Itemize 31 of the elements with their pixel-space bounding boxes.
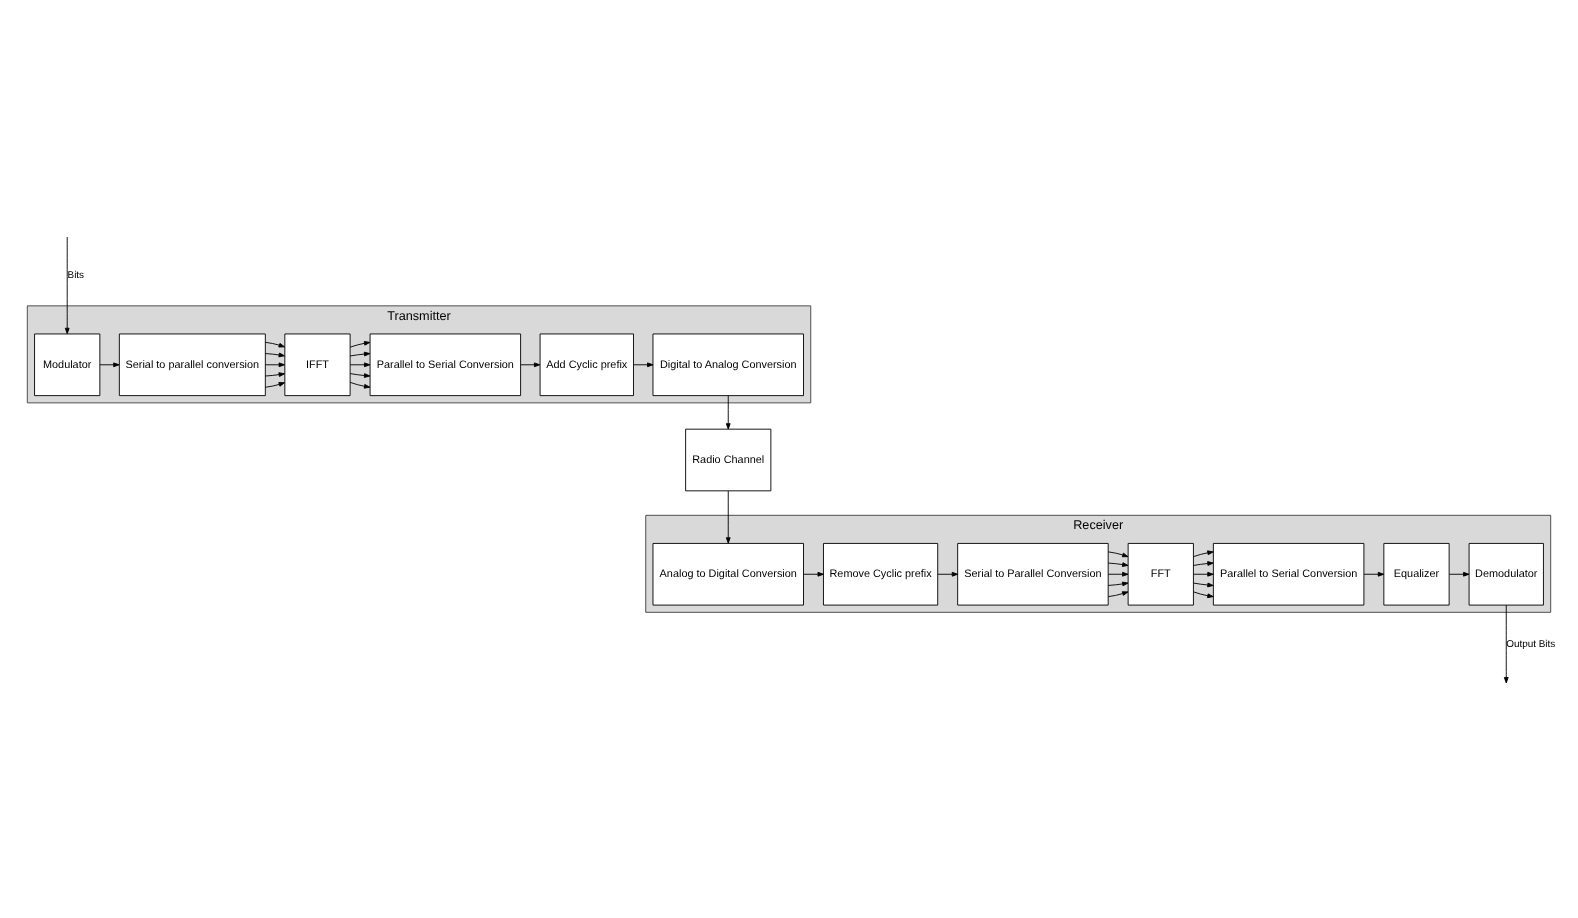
- arrow: [803, 570, 824, 576]
- arrow: [725, 394, 731, 429]
- arrow: [1363, 570, 1385, 576]
- arrow: [264, 340, 285, 347]
- arrow: [725, 489, 731, 543]
- arrow: [1107, 570, 1129, 576]
- arrow: [1107, 561, 1129, 566]
- arrow: [1107, 580, 1129, 586]
- arrow: [937, 570, 959, 576]
- arrow: [349, 380, 371, 388]
- arrow: [99, 361, 120, 367]
- arrow: [264, 381, 285, 387]
- arrow: [349, 372, 371, 377]
- arrow: [264, 371, 285, 376]
- arrow: [64, 235, 70, 334]
- arrow: [1449, 570, 1470, 576]
- arrow: [349, 361, 371, 367]
- arrow: [349, 350, 371, 356]
- arrow: [1503, 603, 1509, 683]
- arrow: [1193, 560, 1214, 565]
- arrow: [1193, 549, 1214, 557]
- arrow: [1193, 570, 1214, 576]
- arrow: [1107, 590, 1129, 597]
- arrow: [1193, 590, 1214, 598]
- arrow: [1193, 581, 1214, 587]
- arrow: [633, 361, 654, 367]
- arrow: [520, 361, 541, 367]
- arrow: [1107, 550, 1129, 557]
- arrow: [264, 361, 285, 367]
- arrow: [264, 351, 285, 357]
- arrow: [349, 339, 371, 347]
